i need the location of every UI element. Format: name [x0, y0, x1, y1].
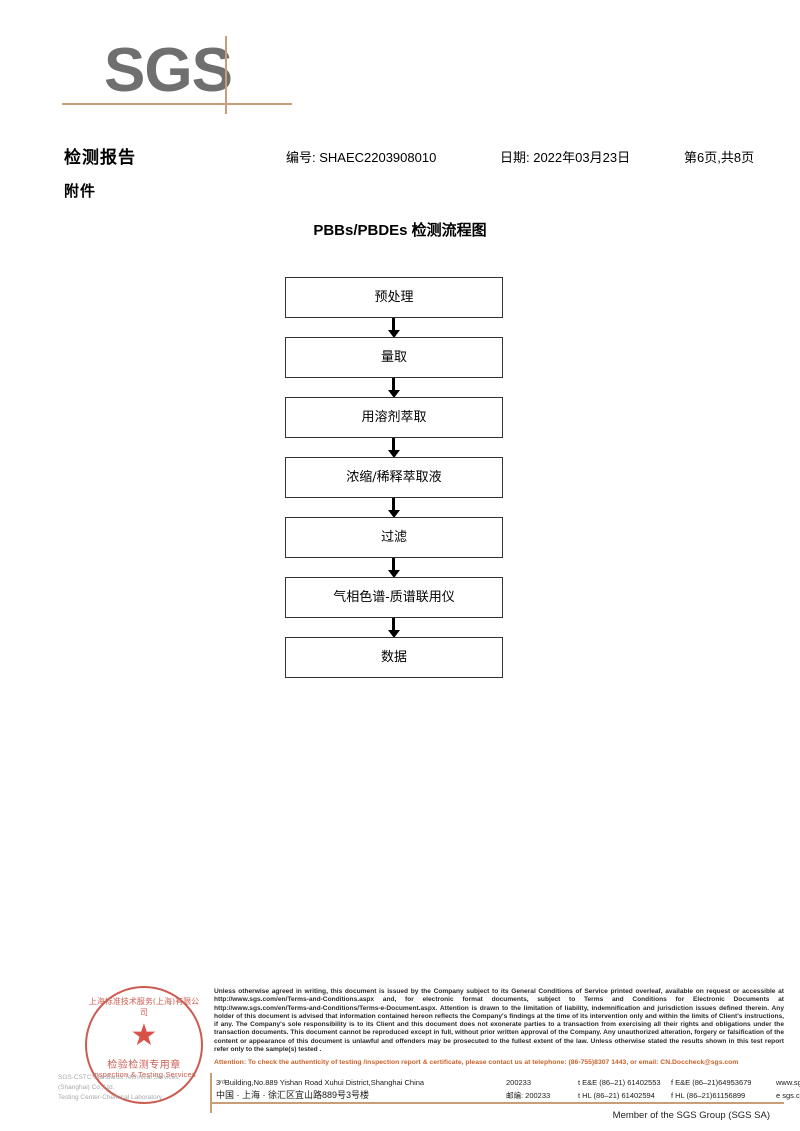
- flow-arrow-icon: [285, 558, 503, 578]
- fax-hl: f HL (86–21)61156899: [671, 1091, 746, 1100]
- flow-arrow-icon: [285, 498, 503, 518]
- address-row-en: 3ʳᵈBuilding,No.889 Yishan Road Xuhui Dis…: [216, 1076, 800, 1089]
- legal-terms-text: Unless otherwise agreed in writing, this…: [214, 988, 784, 1054]
- flow-node: 过滤: [285, 517, 503, 558]
- sgs-logo: SGS: [62, 36, 304, 118]
- website-link[interactable]: www.sgsgroup.com.cn: [776, 1078, 800, 1087]
- telephone-ee: t E&E (86–21) 61402553: [578, 1078, 661, 1087]
- flow-node: 量取: [285, 337, 503, 378]
- flow-arrow-icon: [285, 438, 503, 458]
- company-seal: 上海标准技术服务(上海)有限公司 ★ 检验检测专用章 Inspection & …: [85, 986, 203, 1104]
- fax-ee: f E&E (86–21)64953679: [671, 1078, 752, 1087]
- flow-node: 数据: [285, 637, 503, 678]
- address-row-cn: 中国 · 上海 · 徐汇区宜山路889号3号楼 邮编: 200233 t HL …: [216, 1089, 800, 1102]
- telephone-hl: t HL (86–21) 61402594: [578, 1091, 655, 1100]
- member-footer: Member of the SGS Group (SGS SA): [612, 1110, 770, 1121]
- email-link[interactable]: e sgs.china@sgs.com: [776, 1091, 800, 1100]
- flow-arrow-icon: [285, 378, 503, 398]
- report-date: 日期: 2022年03月23日: [500, 150, 631, 165]
- lab-watermark: SGS-CSTC Standards Technical Services (S…: [58, 1073, 208, 1103]
- flow-node: 气相色谱-质谱联用仪: [285, 577, 503, 618]
- watermark-line-2: Testing Center-Chemical Laboratory: [58, 1094, 163, 1101]
- logo-vertical-rule: [225, 36, 227, 114]
- address-vertical-divider: [210, 1073, 212, 1113]
- flow-arrow-icon: [285, 318, 503, 338]
- flow-node: 预处理: [285, 277, 503, 318]
- flow-node: 浓缩/稀释萃取液: [285, 457, 503, 498]
- address-en: 3ʳᵈBuilding,No.889 Yishan Road Xuhui Dis…: [216, 1078, 425, 1087]
- address-cn: 中国 · 上海 · 徐汇区宜山路889号3号楼: [216, 1090, 370, 1100]
- flow-node: 用溶剂萃取: [285, 397, 503, 438]
- report-number: 编号: SHAEC2203908010: [286, 150, 437, 165]
- seal-en-label: Inspection & Testing Services: [92, 1070, 196, 1079]
- seal-cn-label: 检验检测专用章: [107, 1060, 181, 1071]
- page-title: 检测报告: [64, 148, 136, 168]
- zip-en: 200233: [506, 1078, 532, 1087]
- seal-arc-text: 上海标准技术服务(上海)有限公司: [88, 997, 200, 1017]
- logo-horizontal-rule: [62, 103, 292, 105]
- zip-cn: 邮编: 200233: [506, 1091, 551, 1100]
- attention-notice: Attention: To check the authenticity of …: [214, 1059, 739, 1066]
- address-block: 3ʳᵈBuilding,No.889 Yishan Road Xuhui Dis…: [216, 1076, 800, 1102]
- star-icon: ★: [130, 1019, 158, 1052]
- sgs-logo-text: SGS: [104, 36, 233, 105]
- page-indicator: 第6页,共8页: [684, 150, 755, 165]
- flowchart-title: PBBs/PBDEs 检测流程图: [313, 222, 487, 239]
- document-header: 检测报告 编号: SHAEC2203908010 日期: 2022年03月23日…: [64, 143, 764, 168]
- address-horizontal-divider: [210, 1102, 784, 1104]
- watermark-line-1: SGS-CSTC Standards Technical Services (S…: [58, 1074, 179, 1091]
- attachment-label: 附件: [64, 182, 97, 200]
- flowchart: 预处理 量取 用溶剂萃取 浓缩/稀释萃取液 过滤 气相色谱-质谱联用仪 数据: [285, 277, 503, 678]
- flow-arrow-icon: [285, 618, 503, 638]
